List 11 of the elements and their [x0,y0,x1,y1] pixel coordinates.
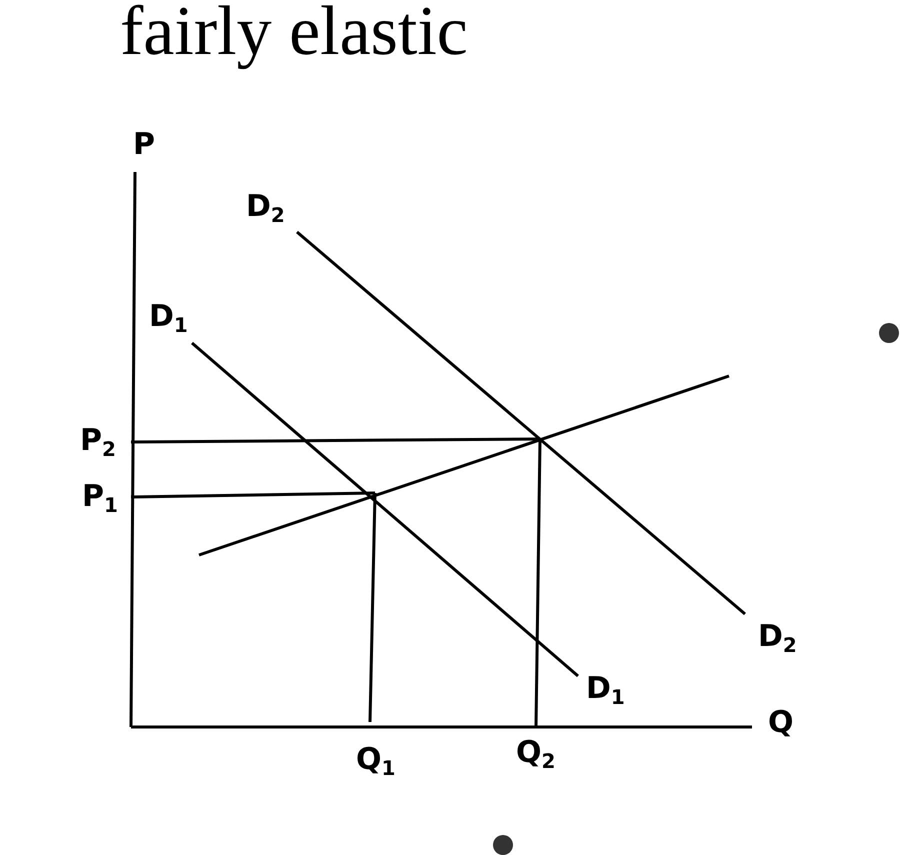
curve-label: D$_{1}$ [586,672,625,706]
curve-label: D$_{1}$ [149,300,188,334]
price-label: P$_{2}$ [80,424,116,458]
chart-title: fairly elastic [120,0,468,72]
curve-label: D$_{2}$ [246,190,285,224]
axis-label: P [133,128,155,162]
axis-label: Q [768,706,794,740]
quantity-label: Q$_{2}$ [516,736,556,770]
price-label: P$_{1}$ [82,480,118,514]
quantity-label: Q$_{1}$ [356,743,396,777]
curve-label: D$_{2}$ [758,620,797,654]
